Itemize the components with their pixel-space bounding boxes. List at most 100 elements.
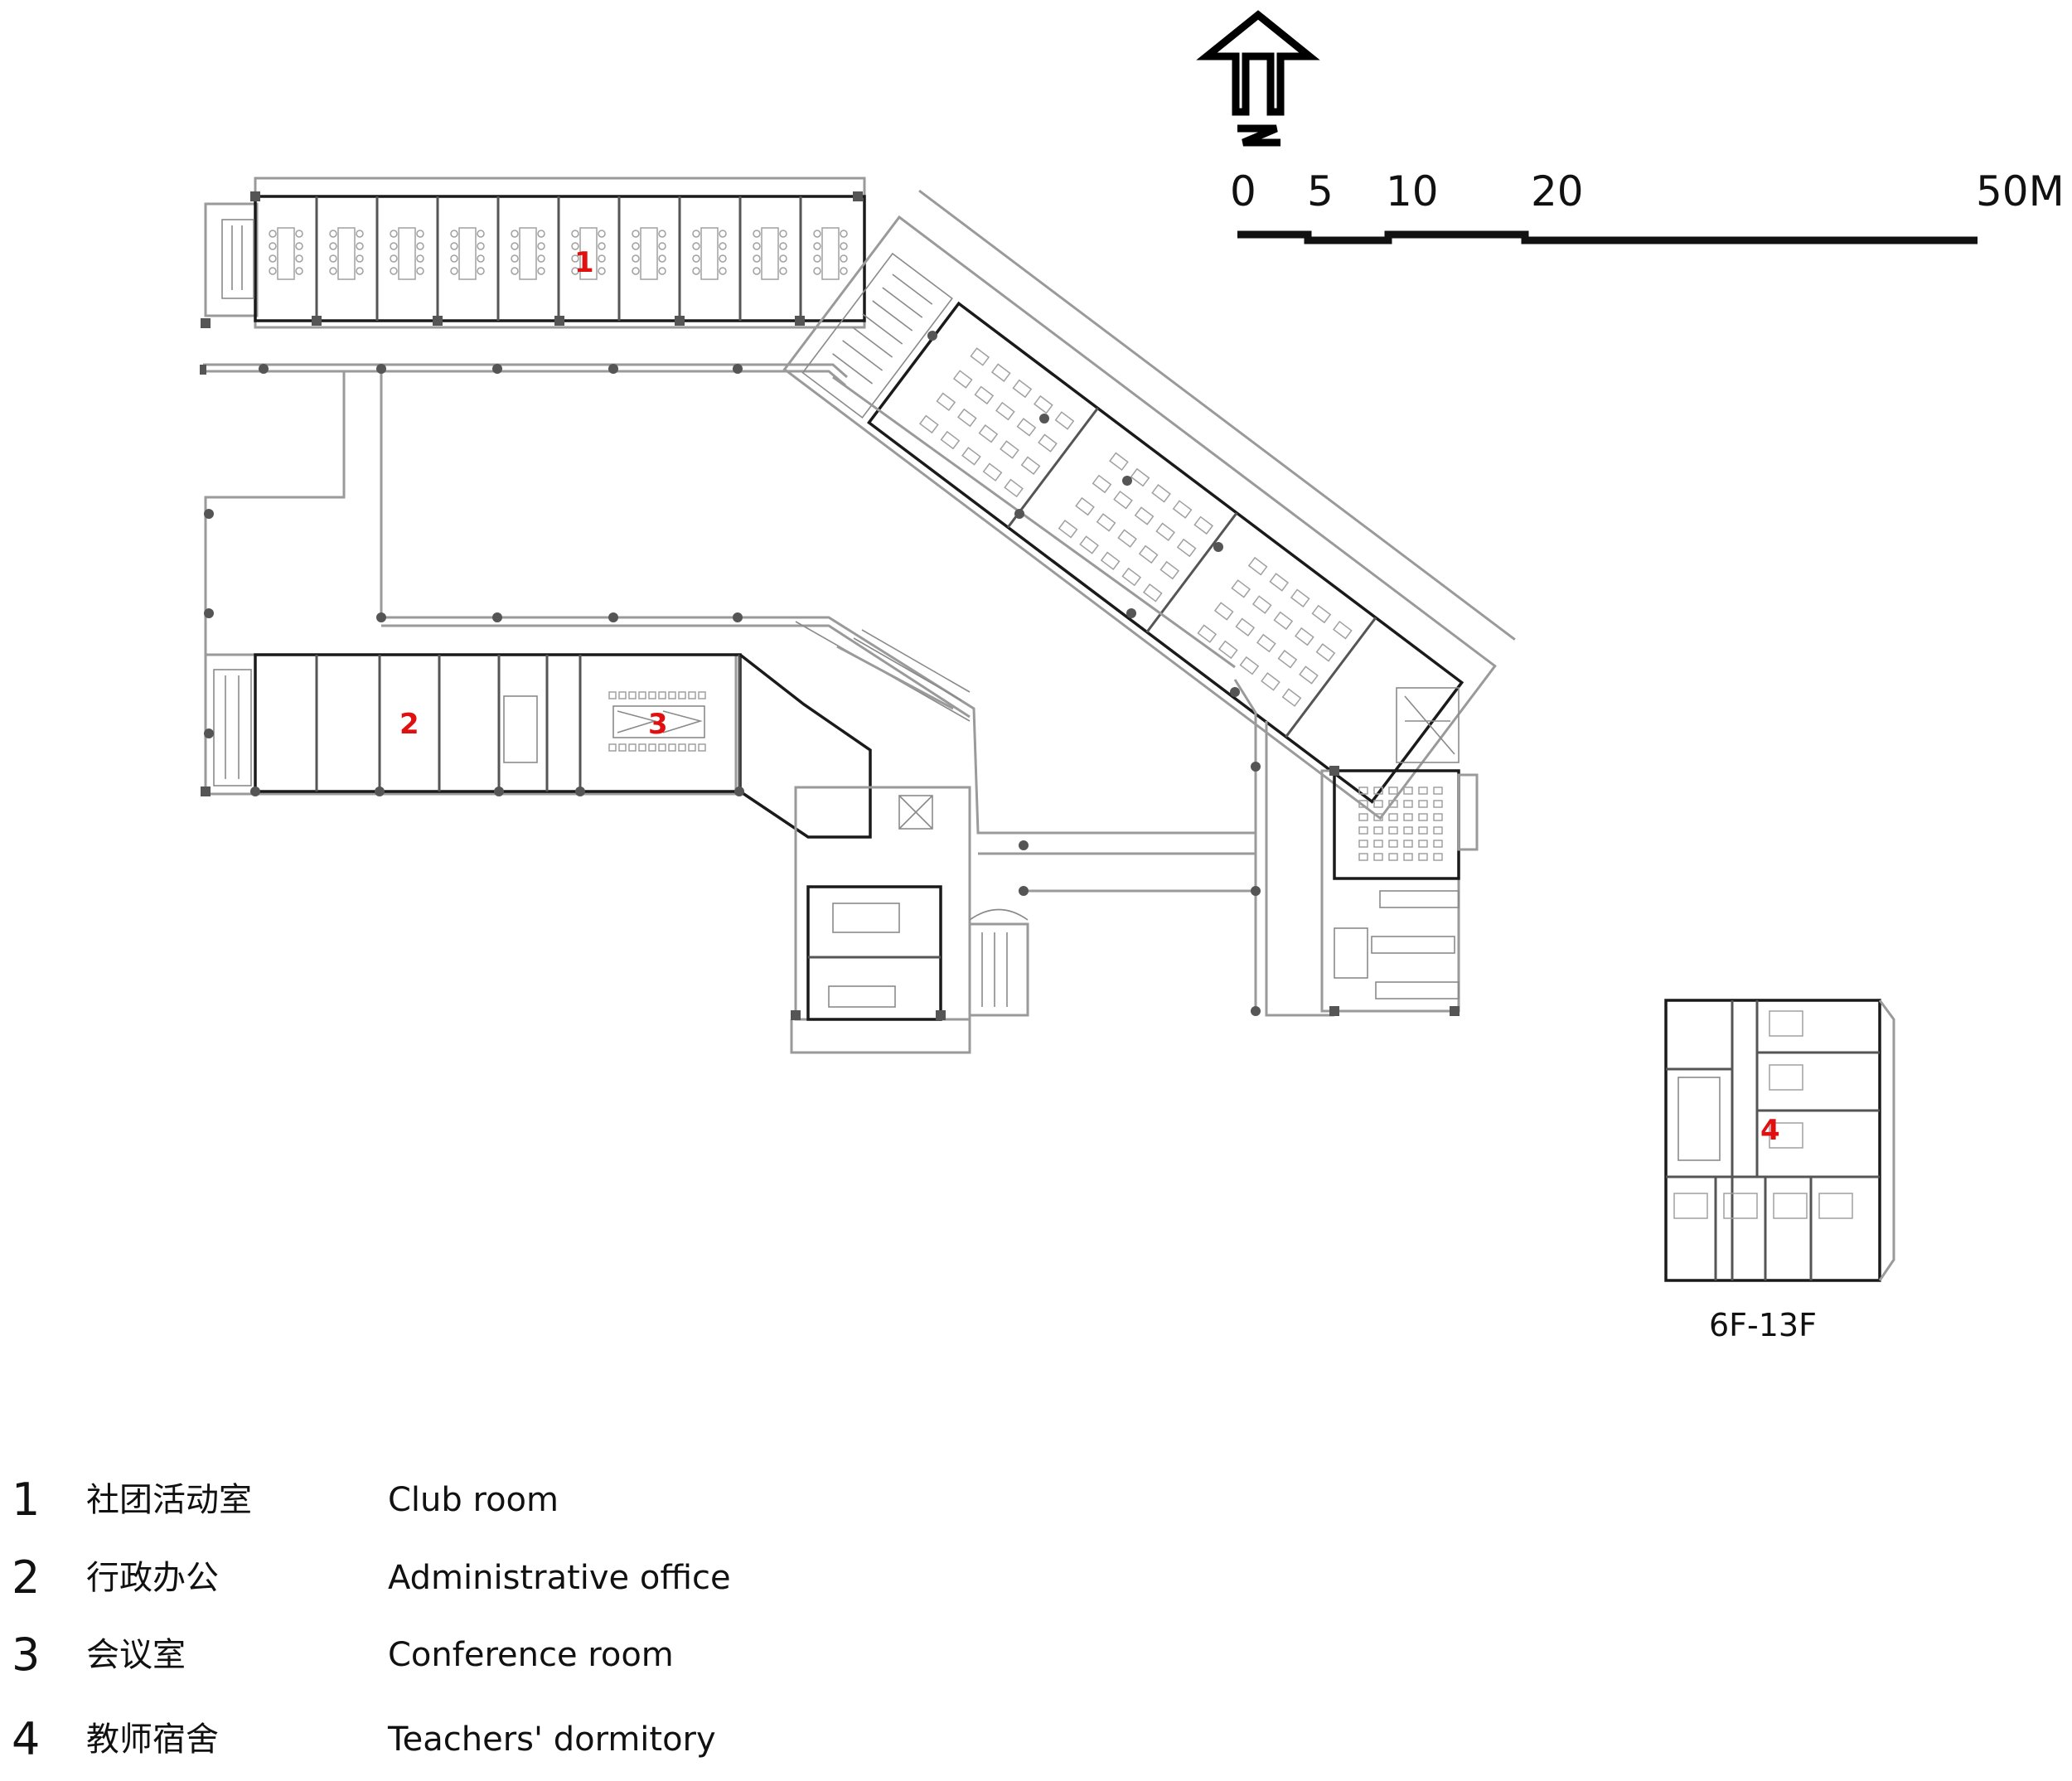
column-dot xyxy=(204,509,214,519)
classroom-wing xyxy=(782,189,1516,820)
classroom-desk xyxy=(1113,490,1133,510)
column-dot xyxy=(376,364,386,374)
club-chair xyxy=(416,267,424,275)
club-chair xyxy=(537,267,545,275)
auditorium-chair xyxy=(1373,853,1383,861)
column-dot xyxy=(734,786,744,796)
club-chair xyxy=(753,267,761,275)
auditorium-chair xyxy=(1388,840,1398,848)
structural-pillar xyxy=(675,316,685,326)
column-dot xyxy=(1019,886,1029,896)
classroom-desk xyxy=(1311,604,1332,624)
club-chair xyxy=(477,230,485,238)
dorm-bed xyxy=(1818,1193,1853,1219)
classroom-desk xyxy=(1054,411,1075,430)
auditorium-chair xyxy=(1403,786,1413,795)
conference-chair xyxy=(698,691,706,699)
east-block xyxy=(1320,687,1479,1013)
club-chair xyxy=(571,230,579,238)
club-chair xyxy=(511,267,519,275)
scale-tick-label: 5 xyxy=(1307,167,1334,215)
structural-pillar xyxy=(1329,766,1339,776)
column-dot xyxy=(375,786,385,796)
conference-chair xyxy=(688,743,696,752)
club-chair xyxy=(840,242,848,250)
legend-english-label: Conference room xyxy=(388,1636,674,1674)
column-dot xyxy=(608,364,618,374)
auditorium-chair xyxy=(1403,840,1413,848)
structural-pillar xyxy=(1329,1006,1339,1016)
classroom-desk xyxy=(1315,643,1336,662)
classroom-desk xyxy=(1034,394,1053,414)
classroom-desk xyxy=(995,401,1015,421)
conference-chair xyxy=(658,691,666,699)
club-chair xyxy=(779,230,787,238)
club-chair xyxy=(598,242,606,250)
club-chair xyxy=(269,230,277,238)
courtyard-outline xyxy=(204,371,1334,1017)
classroom-desk xyxy=(1256,633,1276,653)
conference-chair xyxy=(648,691,656,699)
classroom-desk xyxy=(1038,433,1058,453)
classroom-desk xyxy=(1176,538,1197,558)
classroom-desk xyxy=(1100,551,1121,571)
conference-chair xyxy=(618,691,627,699)
column-dot xyxy=(1019,840,1029,850)
dorm-bed xyxy=(1769,1122,1803,1149)
classroom-desk xyxy=(1333,620,1353,640)
classroom-desk xyxy=(957,408,977,428)
room-marker-teachers-dormitory: 4 xyxy=(1760,1114,1780,1147)
column-dot xyxy=(259,364,269,374)
club-table xyxy=(398,227,416,280)
auditorium-chair xyxy=(1433,800,1443,808)
club-chair xyxy=(813,254,821,263)
legend-english-label: Administrative office xyxy=(388,1559,731,1597)
club-table xyxy=(579,227,598,280)
club-table xyxy=(337,227,356,280)
club-chair xyxy=(719,267,727,275)
scale-bar: 0 5 10 20 50M xyxy=(1230,167,2065,244)
legend-english-label: Teachers' dormitory xyxy=(388,1721,716,1759)
auditorium-chair xyxy=(1358,800,1368,808)
auditorium-chair xyxy=(1373,813,1383,821)
column-dot xyxy=(1251,762,1261,772)
dorm-bed xyxy=(1769,1064,1803,1091)
legend-number: 4 xyxy=(12,1713,41,1765)
classroom-desk xyxy=(1121,567,1142,587)
legend-chinese-label: 行政办公 xyxy=(86,1559,219,1597)
conference-chair xyxy=(668,743,676,752)
club-chair xyxy=(269,267,277,275)
conference-chair xyxy=(628,691,637,699)
scale-tick-label: 10 xyxy=(1386,167,1439,215)
classroom-desk xyxy=(1290,588,1310,607)
club-chair xyxy=(840,230,848,238)
auditorium-chair xyxy=(1433,853,1443,861)
auditorium-chair xyxy=(1403,800,1413,808)
classroom-desk xyxy=(1138,544,1159,564)
classroom-desk xyxy=(1130,467,1150,487)
structural-pillar xyxy=(312,316,322,326)
structural-pillar xyxy=(201,786,211,796)
classroom-desk xyxy=(978,423,999,443)
scale-tick-label: 0 xyxy=(1230,167,1256,215)
legend-chinese-label: 社团活动室 xyxy=(86,1481,252,1519)
legend-number: 1 xyxy=(12,1474,41,1526)
club-table xyxy=(761,227,779,280)
classroom-desk xyxy=(1231,579,1251,598)
club-chair xyxy=(390,267,398,275)
auditorium-chair xyxy=(1433,813,1443,821)
auditorium-chair xyxy=(1388,813,1398,821)
classroom-desk xyxy=(1247,556,1268,576)
dorm-bed xyxy=(1673,1193,1708,1219)
club-chair xyxy=(390,242,398,250)
column-dot xyxy=(492,364,502,374)
conference-chair xyxy=(618,743,627,752)
conference-chair xyxy=(658,743,666,752)
column-dot xyxy=(376,612,386,622)
classroom-desk xyxy=(1299,665,1319,685)
structural-pillar xyxy=(433,316,443,326)
conference-chair xyxy=(628,743,637,752)
club-chair xyxy=(416,230,424,238)
club-chair xyxy=(658,267,666,275)
auditorium-chair xyxy=(1358,853,1368,861)
